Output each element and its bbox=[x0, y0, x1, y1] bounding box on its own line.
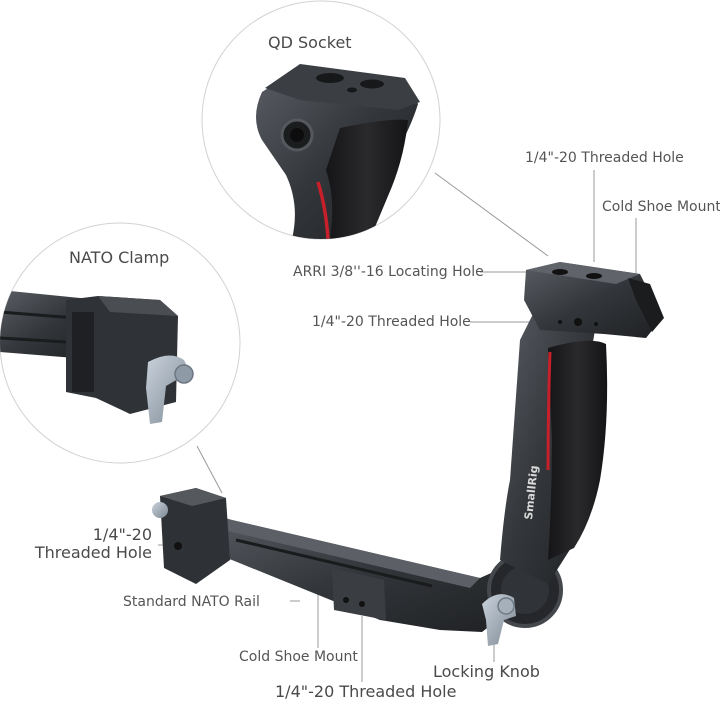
left-threaded-hole-label-line1: 1/4"-20 bbox=[92, 525, 152, 544]
left-threaded-hole-label-line2: Threaded Hole bbox=[34, 543, 152, 562]
cold-shoe-bottom-label: Cold Shoe Mount bbox=[239, 649, 358, 665]
nato-clamp-zoom-circle bbox=[0, 222, 241, 464]
arri-locating-hole-label: ARRI 3/8''-16 Locating Hole bbox=[293, 264, 484, 280]
cold-shoe-top-label: Cold Shoe Mount bbox=[602, 199, 720, 215]
bottom-threaded-hole-label: 1/4"-20 Threaded Hole bbox=[275, 682, 457, 701]
brand-marking: SmallRig bbox=[522, 465, 541, 521]
qd-socket-zoom-circle bbox=[201, 0, 441, 240]
nato-rail-label: Standard NATO Rail bbox=[123, 594, 260, 610]
handle-assembly: SmallRig bbox=[152, 262, 664, 646]
top-threaded-hole-label: 1/4"-20 Threaded Hole bbox=[525, 150, 684, 166]
side-threaded-hole-label: 1/4"-20 Threaded Hole bbox=[312, 314, 471, 330]
locking-knob-label: Locking Knob bbox=[433, 662, 540, 681]
qd-socket-label: QD Socket bbox=[268, 33, 352, 52]
nato-clamp-label: NATO Clamp bbox=[69, 248, 170, 267]
